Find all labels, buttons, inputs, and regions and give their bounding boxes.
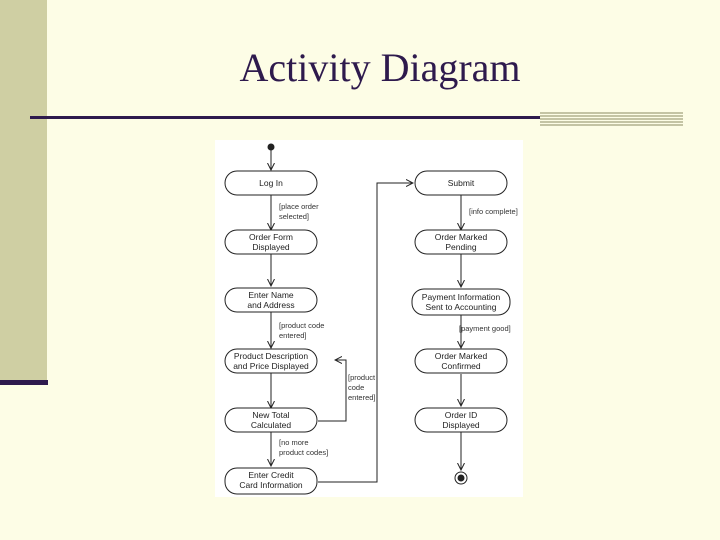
svg-text:product codes]: product codes] xyxy=(279,448,328,457)
svg-text:selected]: selected] xyxy=(279,212,309,221)
guard-label: entered] xyxy=(279,331,307,340)
guard-label: [product xyxy=(348,373,376,382)
svg-text:Log In: Log In xyxy=(259,178,283,188)
state-label: New Total xyxy=(252,410,289,420)
side-bar xyxy=(0,0,47,382)
svg-text:Order ID: Order ID xyxy=(445,410,478,420)
state-label: Order Form xyxy=(249,232,293,242)
svg-text:Enter Name: Enter Name xyxy=(248,290,294,300)
state-label: Payment Information xyxy=(422,292,501,302)
svg-text:[payment good]: [payment good] xyxy=(459,324,511,333)
state-label: Product Description xyxy=(234,351,308,361)
svg-text:and Address: and Address xyxy=(247,300,294,310)
state-product-description xyxy=(224,348,318,374)
guard-label: [product code xyxy=(279,321,324,330)
svg-text:Payment Information: Payment Information xyxy=(422,292,501,302)
side-bar-base xyxy=(0,380,48,385)
state-label: and Address xyxy=(247,300,294,310)
title-rule xyxy=(30,116,540,119)
svg-text:Product Description: Product Description xyxy=(234,351,308,361)
guard-label: [payment good] xyxy=(459,324,511,333)
state-log-in xyxy=(224,170,318,196)
svg-text:[info complete]: [info complete] xyxy=(469,207,518,216)
state-submit xyxy=(414,170,508,196)
guard-label: [no more xyxy=(279,438,309,447)
svg-text:code: code xyxy=(348,383,364,392)
svg-text:entered]: entered] xyxy=(348,393,376,402)
state-order-pending xyxy=(414,229,508,255)
svg-text:[product: [product xyxy=(348,373,376,382)
final-node-ring xyxy=(454,471,468,485)
state-label: Calculated xyxy=(251,420,291,430)
state-label: Enter Credit xyxy=(248,470,294,480)
guard-label: product codes] xyxy=(279,448,328,457)
svg-text:Confirmed: Confirmed xyxy=(441,361,480,371)
state-enter-credit-card xyxy=(224,467,318,495)
activity-diagram: Log In Order Form Displayed Enter Name a… xyxy=(215,140,523,497)
state-payment-info xyxy=(411,288,511,316)
state-label: Pending xyxy=(445,242,476,252)
title-rule-accent xyxy=(540,112,683,126)
final-node xyxy=(457,474,465,482)
slide-title: Activity Diagram xyxy=(239,45,521,90)
svg-text:entered]: entered] xyxy=(279,331,307,340)
guard-label: [place order xyxy=(279,202,319,211)
svg-text:[product code: [product code xyxy=(279,321,324,330)
state-label: and Price Displayed xyxy=(233,361,309,371)
svg-text:[no more: [no more xyxy=(279,438,309,447)
guard-label: selected] xyxy=(279,212,309,221)
svg-text:Enter Credit: Enter Credit xyxy=(248,470,294,480)
svg-text:Order Marked: Order Marked xyxy=(435,351,488,361)
svg-text:Card Information: Card Information xyxy=(239,480,303,490)
state-label: Order Marked xyxy=(435,232,488,242)
state-order-form-displayed xyxy=(224,229,318,255)
svg-text:Order Marked: Order Marked xyxy=(435,232,488,242)
guard-label: entered] xyxy=(348,393,376,402)
state-new-total-calculated xyxy=(224,407,318,433)
svg-text:and Price Displayed: and Price Displayed xyxy=(233,361,309,371)
svg-text:Order Form: Order Form xyxy=(249,232,293,242)
state-label: Enter Name xyxy=(248,290,294,300)
svg-text:[place order: [place order xyxy=(279,202,319,211)
state-label: Log In xyxy=(259,178,283,188)
svg-text:Sent to Accounting: Sent to Accounting xyxy=(426,302,497,312)
state-order-confirmed xyxy=(414,348,508,374)
state-label: Submit xyxy=(448,178,475,188)
svg-text:New Total: New Total xyxy=(252,410,289,420)
svg-text:Pending: Pending xyxy=(445,242,476,252)
state-label: Order Marked xyxy=(435,351,488,361)
svg-text:Submit: Submit xyxy=(448,178,475,188)
svg-text:Displayed: Displayed xyxy=(252,242,290,252)
state-label: Displayed xyxy=(252,242,290,252)
initial-node xyxy=(267,143,275,151)
state-label: Sent to Accounting xyxy=(426,302,497,312)
state-label: Card Information xyxy=(239,480,303,490)
svg-text:Calculated: Calculated xyxy=(251,420,291,430)
guard-label: [info complete] xyxy=(469,207,518,216)
state-enter-name-address xyxy=(224,287,318,313)
state-label: Displayed xyxy=(442,420,480,430)
guard-label: code xyxy=(348,383,364,392)
state-label: Order ID xyxy=(445,410,478,420)
state-order-id xyxy=(414,407,508,433)
svg-text:Displayed: Displayed xyxy=(442,420,480,430)
state-label: Confirmed xyxy=(441,361,480,371)
